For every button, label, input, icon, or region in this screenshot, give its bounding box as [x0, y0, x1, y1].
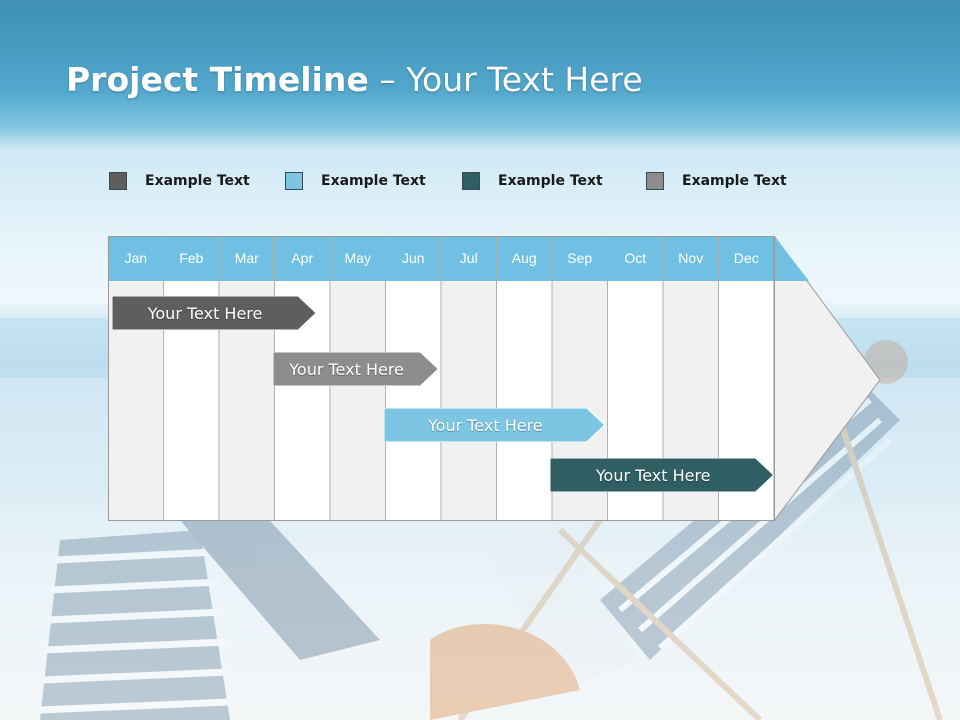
- month-header-cell: [219, 236, 275, 281]
- legend-swatch: [646, 172, 664, 190]
- legend-label: Example Text: [682, 173, 787, 189]
- month-header-cell: [108, 236, 164, 281]
- month-header-cell: [663, 236, 719, 281]
- task-label: Your Text Here: [147, 303, 263, 323]
- month-label: Oct: [624, 250, 647, 266]
- legend-swatch: [462, 172, 480, 190]
- month-column: [441, 281, 497, 521]
- legend-item: Example Text: [109, 171, 250, 191]
- task-bar: Your Text Here: [112, 296, 317, 330]
- month-header-cell: [496, 236, 552, 281]
- timeline-frame: [108, 236, 775, 521]
- month-column: [330, 281, 386, 521]
- task-bar: Your Text Here: [550, 458, 774, 492]
- timeline-arrow-head-band: [774, 236, 809, 281]
- task-label: Your Text Here: [428, 415, 543, 435]
- month-label: Feb: [179, 250, 204, 266]
- month-label: Jun: [401, 250, 425, 266]
- month-label: Apr: [291, 250, 314, 266]
- legend-swatch: [285, 172, 303, 190]
- legend-item: Example Text: [462, 171, 603, 191]
- month-header-cell: [274, 236, 330, 281]
- task-label: Your Text Here: [289, 359, 404, 379]
- slide-title-rest: – Your Text Here: [368, 60, 643, 99]
- month-header-cell: [607, 236, 663, 281]
- task-bar: Your Text Here: [383, 408, 605, 442]
- legend-label: Example Text: [145, 173, 250, 189]
- legend-swatch: [109, 172, 127, 190]
- month-header-cell: [718, 236, 774, 281]
- slide-title: Project Timeline – Your Text Here: [66, 60, 643, 99]
- month-header-cell: [330, 236, 386, 281]
- month-header-cell: [385, 236, 441, 281]
- month-label: Dec: [733, 250, 759, 266]
- legend-item: Example Text: [646, 171, 787, 191]
- month-label: Nov: [678, 250, 704, 266]
- month-header-cell: [163, 236, 219, 281]
- month-column: [385, 281, 441, 521]
- legend-label: Example Text: [498, 173, 603, 189]
- legend-item: Example Text: [285, 171, 426, 191]
- month-header-cell: [552, 236, 608, 281]
- month-label: Jul: [459, 250, 478, 266]
- month-label: Sep: [567, 250, 593, 266]
- month-column: [496, 281, 552, 521]
- month-label: Aug: [511, 250, 537, 266]
- task-label: Your Text Here: [595, 465, 711, 485]
- task-bar: Your Text Here: [272, 352, 439, 386]
- month-label: Jan: [124, 250, 148, 266]
- legend-label: Example Text: [321, 173, 426, 189]
- timeline-arrow-graphic: [108, 236, 881, 523]
- month-header-cell: [441, 236, 497, 281]
- month-label: May: [344, 250, 371, 266]
- slide-title-bold: Project Timeline: [66, 60, 369, 99]
- month-label: Mar: [234, 250, 259, 266]
